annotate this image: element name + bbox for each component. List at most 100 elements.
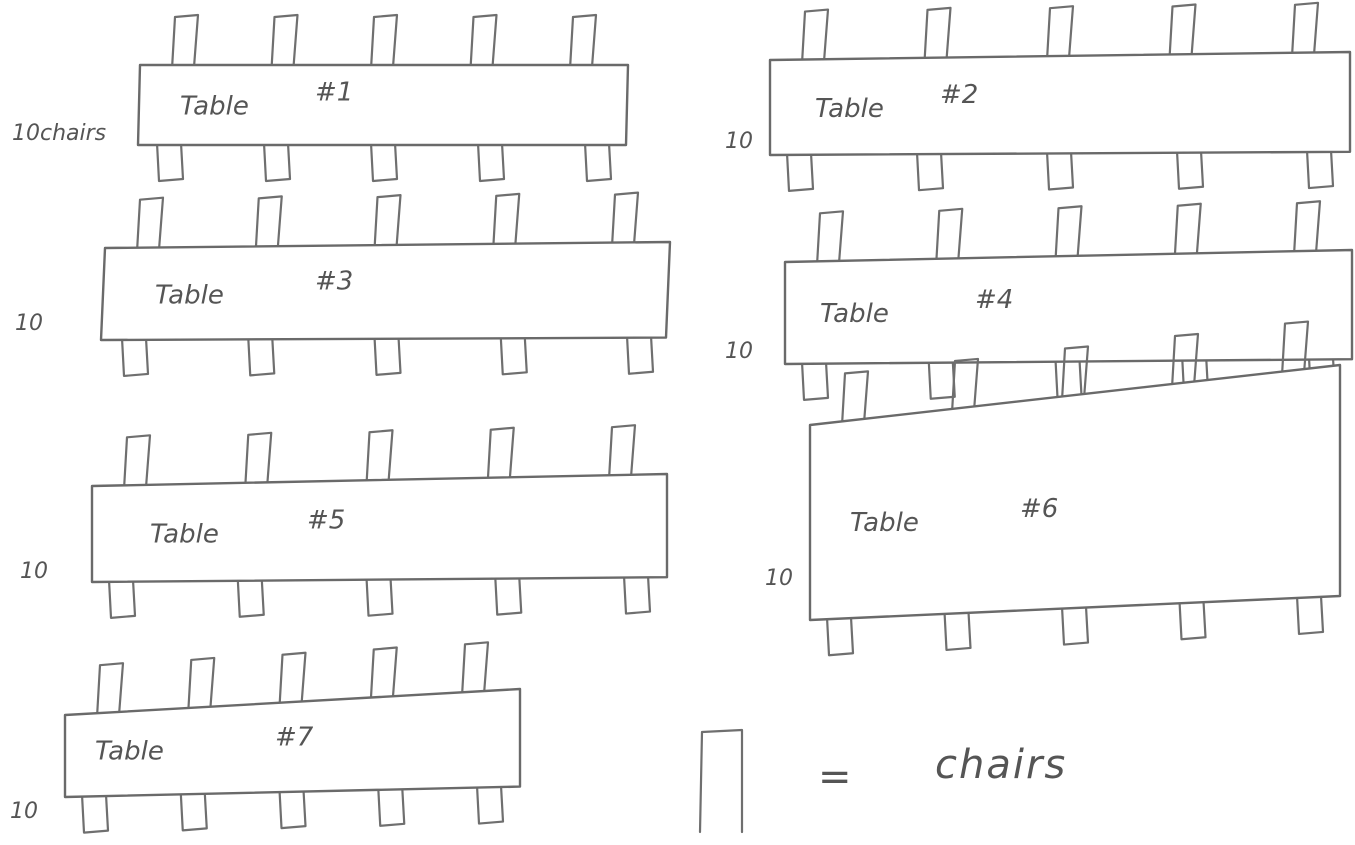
chair-bottom (280, 790, 306, 828)
chair-bottom (238, 579, 264, 617)
chair-top (493, 194, 519, 248)
table-number: #3 (315, 267, 353, 297)
chair-top (367, 430, 393, 484)
chair-bottom (1062, 607, 1088, 645)
table-6: Table #6 10 (765, 322, 1340, 656)
chair-bottom (109, 580, 135, 618)
table-5: Table #5 10 (20, 425, 667, 618)
table-label: Table (815, 94, 884, 124)
table-number: #5 (307, 506, 345, 536)
chair-icon (700, 730, 742, 832)
chair-bottom (917, 152, 943, 190)
chair-top (172, 15, 198, 69)
table-number: #7 (275, 722, 314, 752)
chair-top (97, 663, 123, 717)
chair-bottom (787, 153, 813, 191)
chair-bottom (929, 361, 955, 399)
chair-bottom (1177, 151, 1203, 189)
chair-top (488, 428, 514, 482)
chair-top (952, 359, 978, 413)
chair-top (137, 198, 163, 252)
chair-bottom (378, 788, 404, 826)
table-top (810, 365, 1340, 620)
chair-top (272, 15, 298, 69)
chair-top (936, 209, 962, 263)
chair-top (371, 15, 397, 69)
chair-count: 10 (725, 339, 753, 364)
chair-bottom (375, 337, 401, 375)
table-number: #1 (315, 78, 353, 108)
chair-top (1056, 206, 1082, 260)
chair-bottom (371, 143, 397, 181)
chair-top (462, 642, 488, 696)
chair-bottom (248, 337, 274, 375)
table-number: #4 (975, 285, 1013, 315)
chair-bottom (1297, 596, 1323, 634)
chair-count: 10 (765, 566, 793, 591)
chair-top (817, 211, 843, 265)
chair-count: 10 (725, 129, 753, 154)
chair-bottom (477, 786, 503, 824)
chair-top (471, 15, 497, 69)
chair-top (1170, 4, 1196, 58)
chair-bottom (122, 338, 148, 376)
table-label: Table (95, 736, 164, 766)
chair-bottom (624, 576, 650, 614)
table-2: Table #2 10 (725, 3, 1350, 191)
chair-bottom (82, 795, 108, 833)
chair-top (925, 8, 951, 62)
chair-count: 10 (20, 559, 48, 584)
chair-bottom (264, 143, 290, 181)
table-3: Table #3 10 (15, 193, 670, 376)
chair-bottom (1056, 360, 1082, 398)
chair-bottom (181, 792, 207, 830)
chair-top (1292, 3, 1318, 57)
chair-bottom (157, 143, 183, 181)
chair-bottom (1047, 151, 1073, 189)
chair-top (570, 15, 596, 69)
table-label: Table (155, 281, 224, 311)
legend: = chairs (700, 730, 1067, 832)
chair-bottom (945, 612, 971, 650)
chair-top (188, 658, 214, 712)
table-number: #6 (1020, 494, 1058, 524)
chair-top (609, 425, 635, 479)
chair-top (802, 10, 828, 64)
table-1: Table #1 10chairs (12, 15, 628, 181)
chair-top (1047, 6, 1073, 60)
chair-bottom (501, 336, 527, 374)
chair-bottom (585, 143, 611, 181)
legend-text: chairs (935, 742, 1067, 788)
table-number: #2 (940, 80, 978, 110)
table-label: Table (150, 520, 219, 550)
chair-bottom (367, 578, 393, 616)
chair-top (256, 196, 282, 250)
chair-count: 10 (10, 799, 38, 824)
chair-top (371, 648, 397, 702)
chair-top (245, 433, 271, 487)
chair-top (280, 653, 306, 707)
chair-bottom (495, 577, 521, 615)
chair-top (1294, 201, 1320, 255)
chair-count: 10chairs (12, 121, 106, 146)
legend-equals: = (818, 754, 854, 800)
table-label: Table (820, 299, 889, 329)
chair-bottom (827, 617, 853, 655)
chair-bottom (627, 336, 653, 374)
table-4: Table #4 10 (725, 201, 1352, 400)
table-label: Table (180, 92, 249, 122)
chair-top (375, 195, 401, 249)
chair-top (124, 435, 150, 489)
chair-count: 10 (15, 311, 43, 336)
chair-bottom (478, 143, 504, 181)
chair-top (842, 371, 868, 425)
table-7: Table #7 10 (10, 642, 520, 832)
chair-bottom (1180, 601, 1206, 639)
chair-top (612, 193, 638, 247)
chair-top (1175, 204, 1201, 258)
chair-bottom (802, 362, 828, 400)
table-label: Table (850, 508, 919, 538)
chair-bottom (1307, 150, 1333, 188)
